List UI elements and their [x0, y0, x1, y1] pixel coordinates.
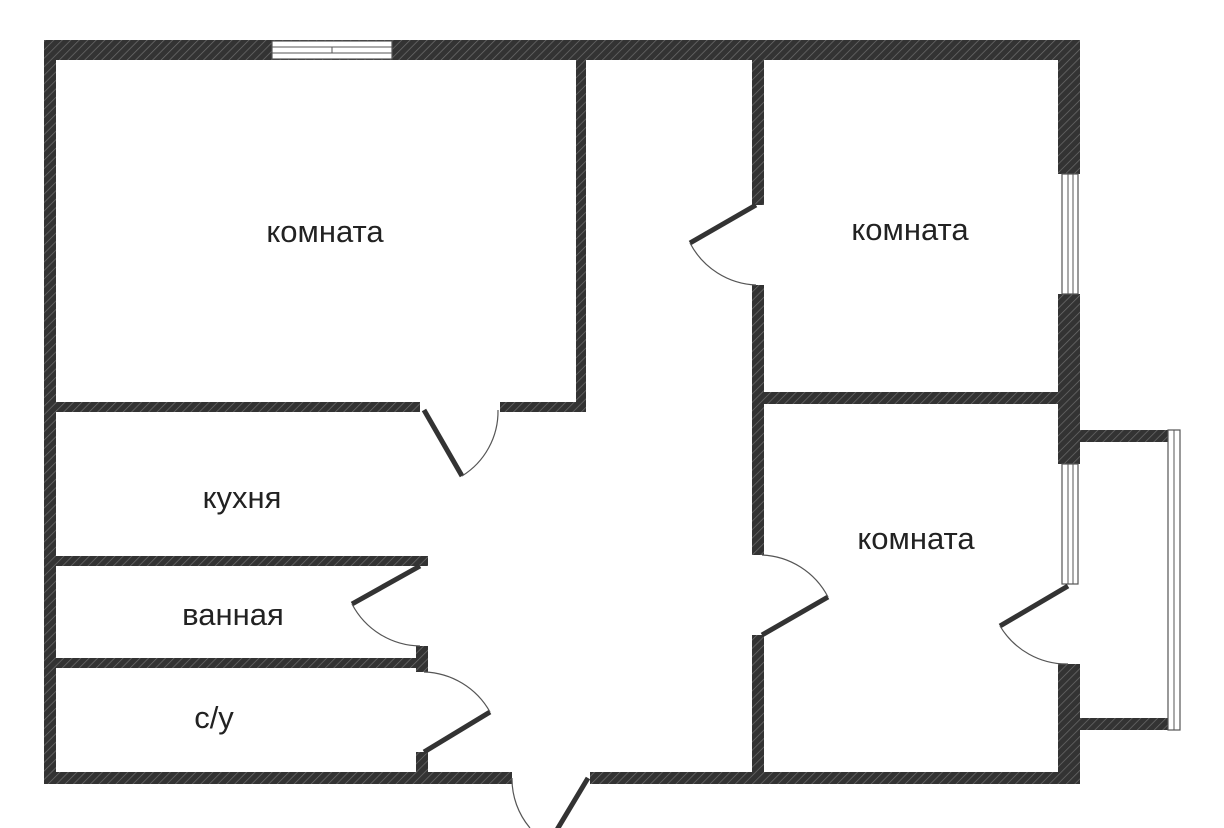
label-bathroom: ванная: [182, 597, 284, 632]
windows: [271, 40, 1181, 731]
wall-room1-bottom-b: [500, 402, 586, 412]
label-room-bottom-right: комната: [857, 521, 975, 556]
outer-wall-bottom-left: [44, 772, 512, 784]
door-room1: [421, 408, 499, 478]
wall-corridor-right-b: [752, 285, 764, 555]
wall-wet-right-a: [416, 646, 428, 672]
outer-wall-right-mid: [1058, 294, 1080, 464]
window-right-upper: [1061, 173, 1079, 295]
wall-corridor-right-c: [752, 635, 764, 780]
door-entrance: [511, 776, 591, 828]
window-right-lower: [1061, 463, 1079, 585]
door-room2: [688, 202, 758, 286]
outer-wall-right-low: [1058, 664, 1080, 784]
door-bathroom: [350, 563, 422, 647]
outer-wall-bottom-right: [590, 772, 1080, 784]
wall-bath-bottom: [54, 658, 428, 668]
window-top: [271, 40, 393, 60]
wall-room1-bottom-a: [54, 402, 420, 412]
walls: [44, 40, 1180, 784]
outer-wall-top: [44, 40, 1080, 60]
wall-room1-right: [576, 58, 586, 412]
doors: [350, 202, 1070, 828]
wall-corridor-right-a: [752, 58, 764, 205]
outer-wall-right-top: [1058, 40, 1080, 174]
door-balcony: [998, 583, 1070, 665]
balcony-glazing: [1167, 429, 1181, 731]
balcony-wall-bottom: [1076, 718, 1180, 730]
outer-wall-left: [44, 40, 56, 782]
door-room3: [760, 554, 830, 638]
label-kitchen: кухня: [203, 480, 282, 515]
label-room-top-right: комната: [851, 212, 969, 247]
room-labels: комната комната комната кухня ванная с/у: [182, 212, 975, 735]
door-toilet: [422, 671, 492, 755]
label-toilet: с/у: [194, 700, 234, 735]
wall-kitchen-bottom: [54, 556, 428, 566]
wall-right-rooms: [752, 392, 1070, 404]
label-room-top-left: комната: [266, 214, 384, 249]
wall-wet-right-b: [416, 752, 428, 782]
balcony-wall-top: [1076, 430, 1180, 442]
